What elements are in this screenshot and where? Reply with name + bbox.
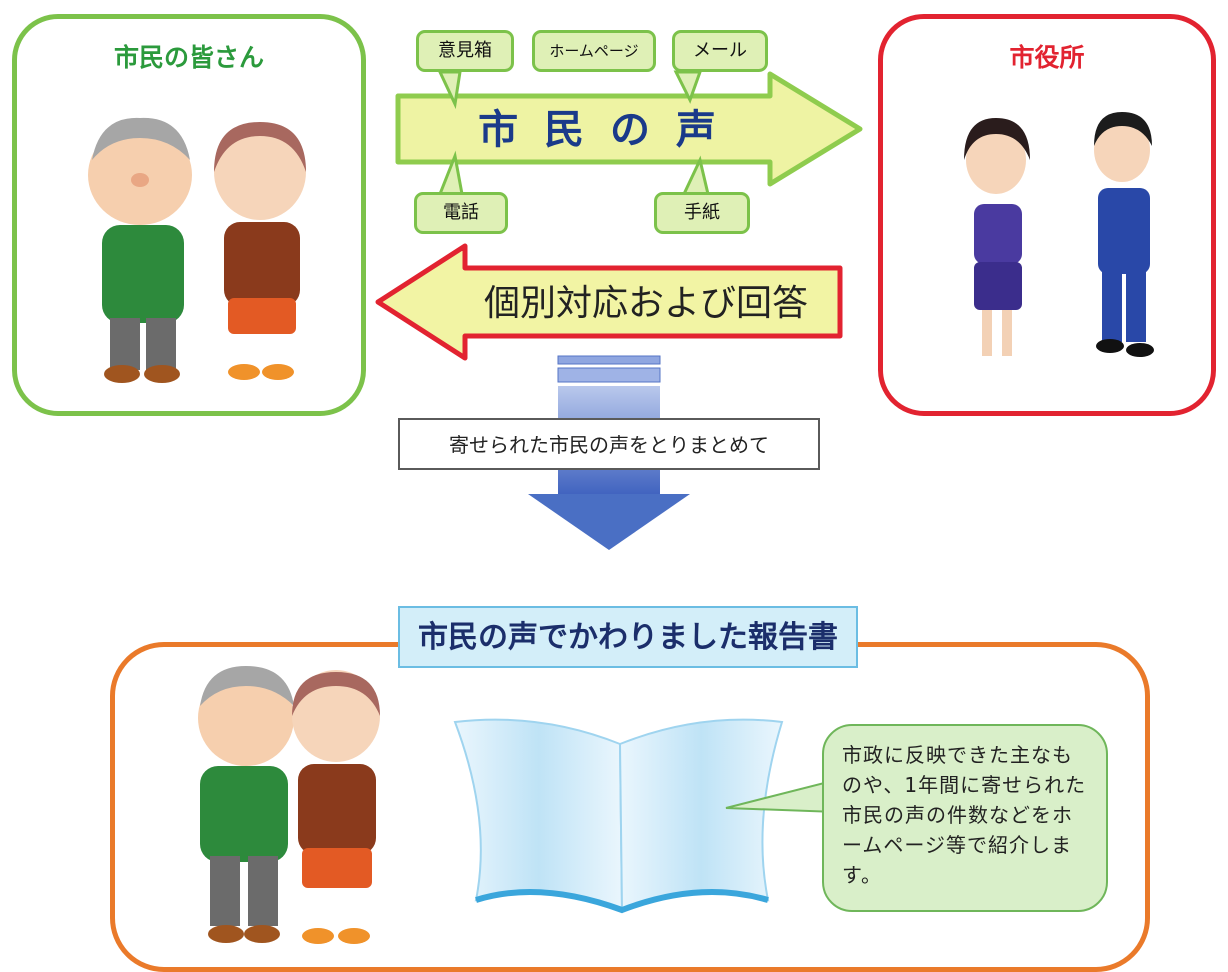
voice-arrow-label: 市 民 の 声 — [478, 107, 722, 153]
stack-bar — [557, 367, 661, 383]
bubble-tail — [681, 155, 710, 196]
cityhall-panel — [878, 14, 1216, 416]
voice-arrow-shape — [395, 71, 863, 187]
cityhall-staff-figures — [964, 112, 1154, 357]
channel-homepage: ホームページ — [532, 30, 656, 72]
citizens-panel — [12, 14, 366, 416]
cityhall-panel-title: 市役所 — [1009, 43, 1085, 72]
channel-phone: 電話 — [414, 192, 508, 234]
channel-opinion-box: 意見箱 — [416, 30, 514, 72]
response-arrow-shape — [375, 243, 843, 361]
response-arrow-label: 個別対応および回答 — [483, 283, 808, 324]
summary-label: 寄せられた市民の声をとりまとめて — [398, 418, 820, 470]
bubble-tail — [673, 70, 703, 104]
citizens-panel-title: 市民の皆さん — [113, 43, 264, 72]
report-title: 市民の声でかわりました報告書 — [398, 606, 858, 668]
report-speech-bubble: 市政に反映できた主なものや、1年間に寄せられた市民の声の件数などをホームページ等… — [822, 724, 1108, 912]
channel-mail: メール — [672, 30, 768, 72]
citizens-figures-happy — [198, 666, 380, 944]
channel-letter: 手紙 — [654, 192, 750, 234]
bubble-tail — [437, 70, 462, 110]
book-illustration — [453, 718, 784, 914]
citizens-figures-worried — [88, 117, 306, 383]
down-arrow-head — [528, 494, 690, 550]
stack-bar — [557, 355, 661, 365]
